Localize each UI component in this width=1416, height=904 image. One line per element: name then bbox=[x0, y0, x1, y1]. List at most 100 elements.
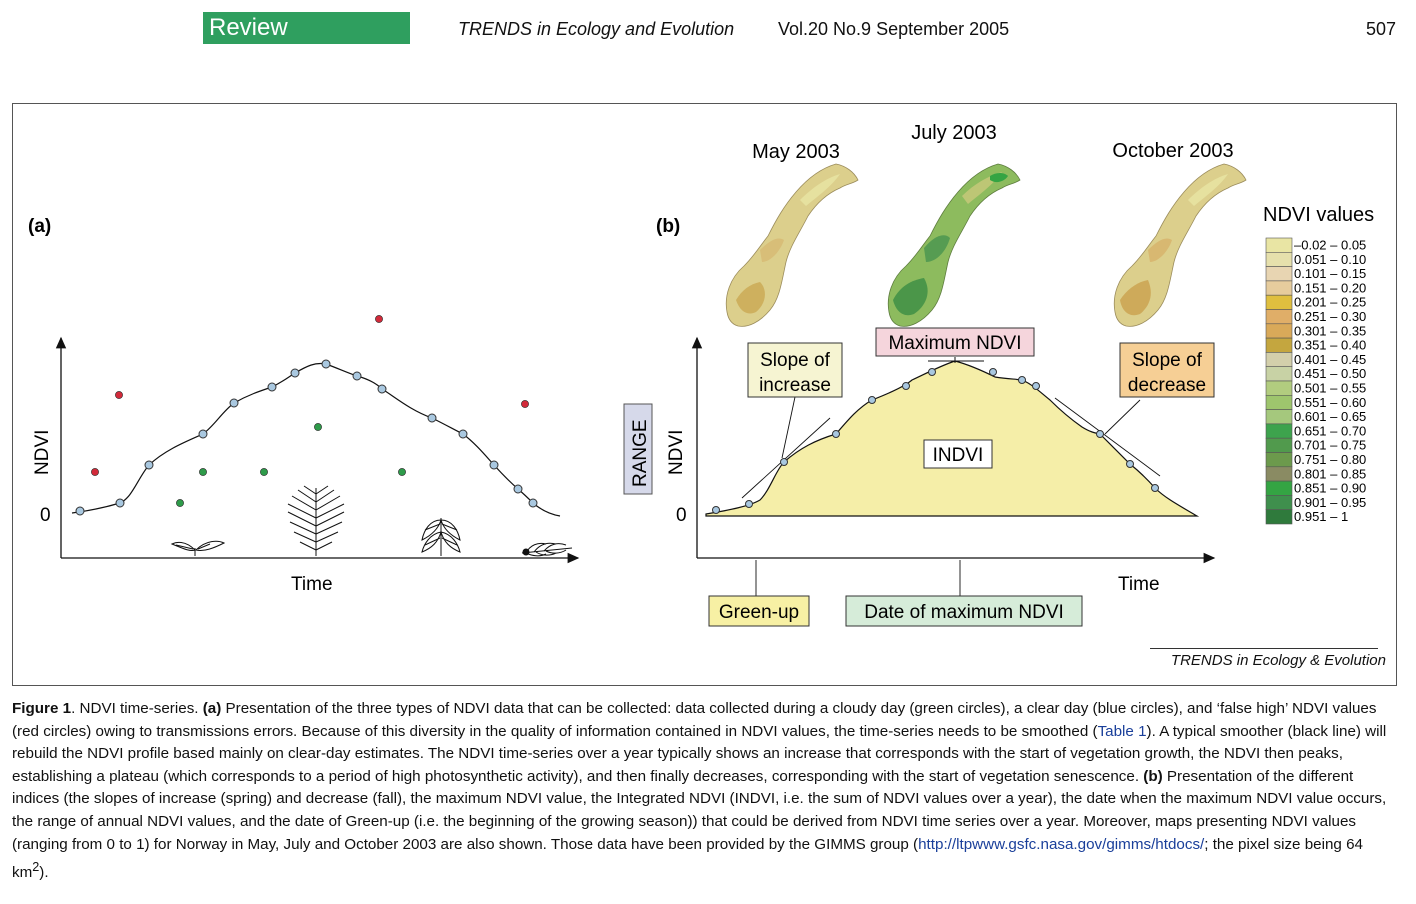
blue-point bbox=[780, 458, 788, 466]
green-point bbox=[398, 468, 406, 476]
legend-item-label: 0.651 – 0.70 bbox=[1294, 423, 1366, 438]
panel-a-ylabel: NDVI bbox=[32, 430, 53, 475]
caption-b-label: (b) bbox=[1143, 767, 1163, 785]
red-point bbox=[91, 468, 99, 476]
legend-item-label: 0.551 – 0.60 bbox=[1294, 395, 1366, 410]
legend-item-label: –0.02 – 0.05 bbox=[1294, 238, 1366, 253]
slope-increase-line1: Slope of bbox=[760, 350, 830, 371]
legend-item-label: 0.751 – 0.80 bbox=[1294, 452, 1366, 467]
date-max-box bbox=[845, 595, 1083, 627]
journal-volume: Vol.20 No.9 September 2005 bbox=[778, 19, 1010, 39]
blue-point bbox=[989, 368, 997, 376]
blue-point bbox=[1018, 376, 1026, 384]
blue-point bbox=[1096, 430, 1104, 438]
plant-fallen-icon bbox=[521, 542, 573, 557]
green-point bbox=[314, 423, 322, 431]
figure-frame bbox=[12, 103, 1397, 686]
max-ndvi-label: Maximum NDVI bbox=[888, 333, 1021, 354]
legend-swatch bbox=[1265, 309, 1293, 325]
legend-item-label: 0.201 – 0.25 bbox=[1294, 295, 1366, 310]
red-point bbox=[115, 391, 123, 399]
legend-swatch bbox=[1265, 466, 1293, 482]
blue-point bbox=[489, 460, 499, 470]
legend-item-label: 0.901 – 0.95 bbox=[1294, 495, 1366, 510]
panel-a-green-points bbox=[176, 423, 406, 507]
blue-point bbox=[1126, 460, 1134, 468]
figure-svg: (a) NDVI 0 Time bbox=[28, 122, 1374, 627]
blue-point bbox=[902, 382, 910, 390]
caption-title: Figure 1 bbox=[12, 700, 72, 717]
legend-title: NDVI values bbox=[1263, 204, 1374, 226]
blue-point bbox=[427, 413, 437, 423]
legend-swatch bbox=[1265, 337, 1293, 353]
legend-swatch bbox=[1265, 394, 1293, 410]
table-link[interactable]: Table 1 bbox=[1097, 722, 1147, 740]
legend-item-label: 0.801 – 0.85 bbox=[1294, 466, 1366, 481]
caption-text-2: ). A typical smoother (black line) will … bbox=[12, 722, 1387, 785]
page-number: 507 bbox=[1365, 19, 1396, 39]
figure-credit: TRENDS in Ecology & Evolution bbox=[1170, 652, 1386, 669]
caption-sup: 2 bbox=[32, 860, 40, 875]
gimms-link[interactable]: http://ltpwww.gsfc.nasa.gov/gimms/htdocs… bbox=[918, 835, 1205, 853]
legend-swatch bbox=[1265, 409, 1293, 425]
blue-point bbox=[832, 430, 840, 438]
blue-point bbox=[75, 506, 85, 516]
legend-swatch bbox=[1265, 380, 1293, 396]
slope-increase-pointer bbox=[781, 396, 796, 459]
date-max-label: Date of maximum NDVI bbox=[864, 602, 1064, 623]
blue-point bbox=[928, 368, 936, 376]
panel-b-zero: 0 bbox=[676, 505, 687, 526]
legend-item-label: 0.701 – 0.75 bbox=[1294, 438, 1366, 453]
blue-point bbox=[745, 500, 753, 508]
green-point bbox=[260, 468, 268, 476]
legend-swatch bbox=[1265, 509, 1293, 525]
journal-name: TRENDS in Ecology and Evolution bbox=[458, 19, 735, 39]
blue-point bbox=[712, 506, 720, 514]
legend-swatch bbox=[1265, 495, 1293, 510]
caption-text-4: ; the pixel size being 64 km bbox=[12, 835, 1363, 882]
legend-swatch bbox=[1265, 237, 1293, 253]
panel-a-smoother-line bbox=[71, 362, 561, 517]
section-tag: Review bbox=[203, 12, 410, 44]
green-point bbox=[199, 468, 207, 476]
slope-decrease-box bbox=[1119, 342, 1215, 398]
panel-b-points bbox=[712, 368, 1159, 514]
slope-decrease-line1: Slope of bbox=[1132, 350, 1202, 371]
legend-item-label: 0.951 – 1 bbox=[1294, 509, 1348, 524]
map-label-july: July 2003 bbox=[911, 122, 997, 144]
blue-point bbox=[352, 371, 362, 381]
legend-swatch bbox=[1265, 452, 1293, 468]
legend-swatch bbox=[1265, 352, 1293, 367]
red-point bbox=[375, 315, 383, 323]
slope-increase-line bbox=[741, 417, 831, 499]
legend-swatch bbox=[1265, 252, 1293, 267]
blue-point bbox=[115, 498, 125, 508]
blue-point bbox=[868, 396, 876, 404]
map-october bbox=[1113, 163, 1247, 327]
blue-point bbox=[528, 498, 538, 508]
panel-b: (b) NDVI 0 Time RANGE bbox=[623, 216, 1216, 627]
legend-swatch bbox=[1265, 480, 1293, 496]
caption-text-5: ). bbox=[39, 864, 49, 882]
blue-point bbox=[321, 359, 331, 369]
greenup-label: Green-up bbox=[719, 602, 799, 623]
legend-item-label: 0.301 – 0.35 bbox=[1294, 323, 1366, 338]
legend-item-label: 0.151 – 0.20 bbox=[1294, 280, 1366, 295]
blue-point bbox=[198, 429, 208, 439]
legend-item-label: 0.451 – 0.50 bbox=[1294, 366, 1366, 381]
map-july bbox=[887, 163, 1021, 327]
caption-text-3: Presentation of the different indices (t… bbox=[12, 767, 1387, 853]
red-point bbox=[521, 400, 529, 408]
blue-point bbox=[1032, 382, 1040, 390]
blue-point bbox=[458, 429, 468, 439]
legend-item-label: 0.601 – 0.65 bbox=[1294, 409, 1366, 424]
plant-sprout-icon bbox=[170, 540, 226, 556]
blue-point bbox=[229, 398, 239, 408]
panel-a-label: (a) bbox=[28, 216, 51, 237]
legend-item-label: 0.051 – 0.10 bbox=[1294, 252, 1366, 267]
legend-swatch bbox=[1265, 437, 1293, 453]
legend-item-label: 0.501 – 0.55 bbox=[1294, 381, 1366, 396]
range-box bbox=[623, 403, 653, 495]
greenup-box bbox=[708, 595, 810, 627]
slope-decrease-line bbox=[1054, 397, 1161, 477]
